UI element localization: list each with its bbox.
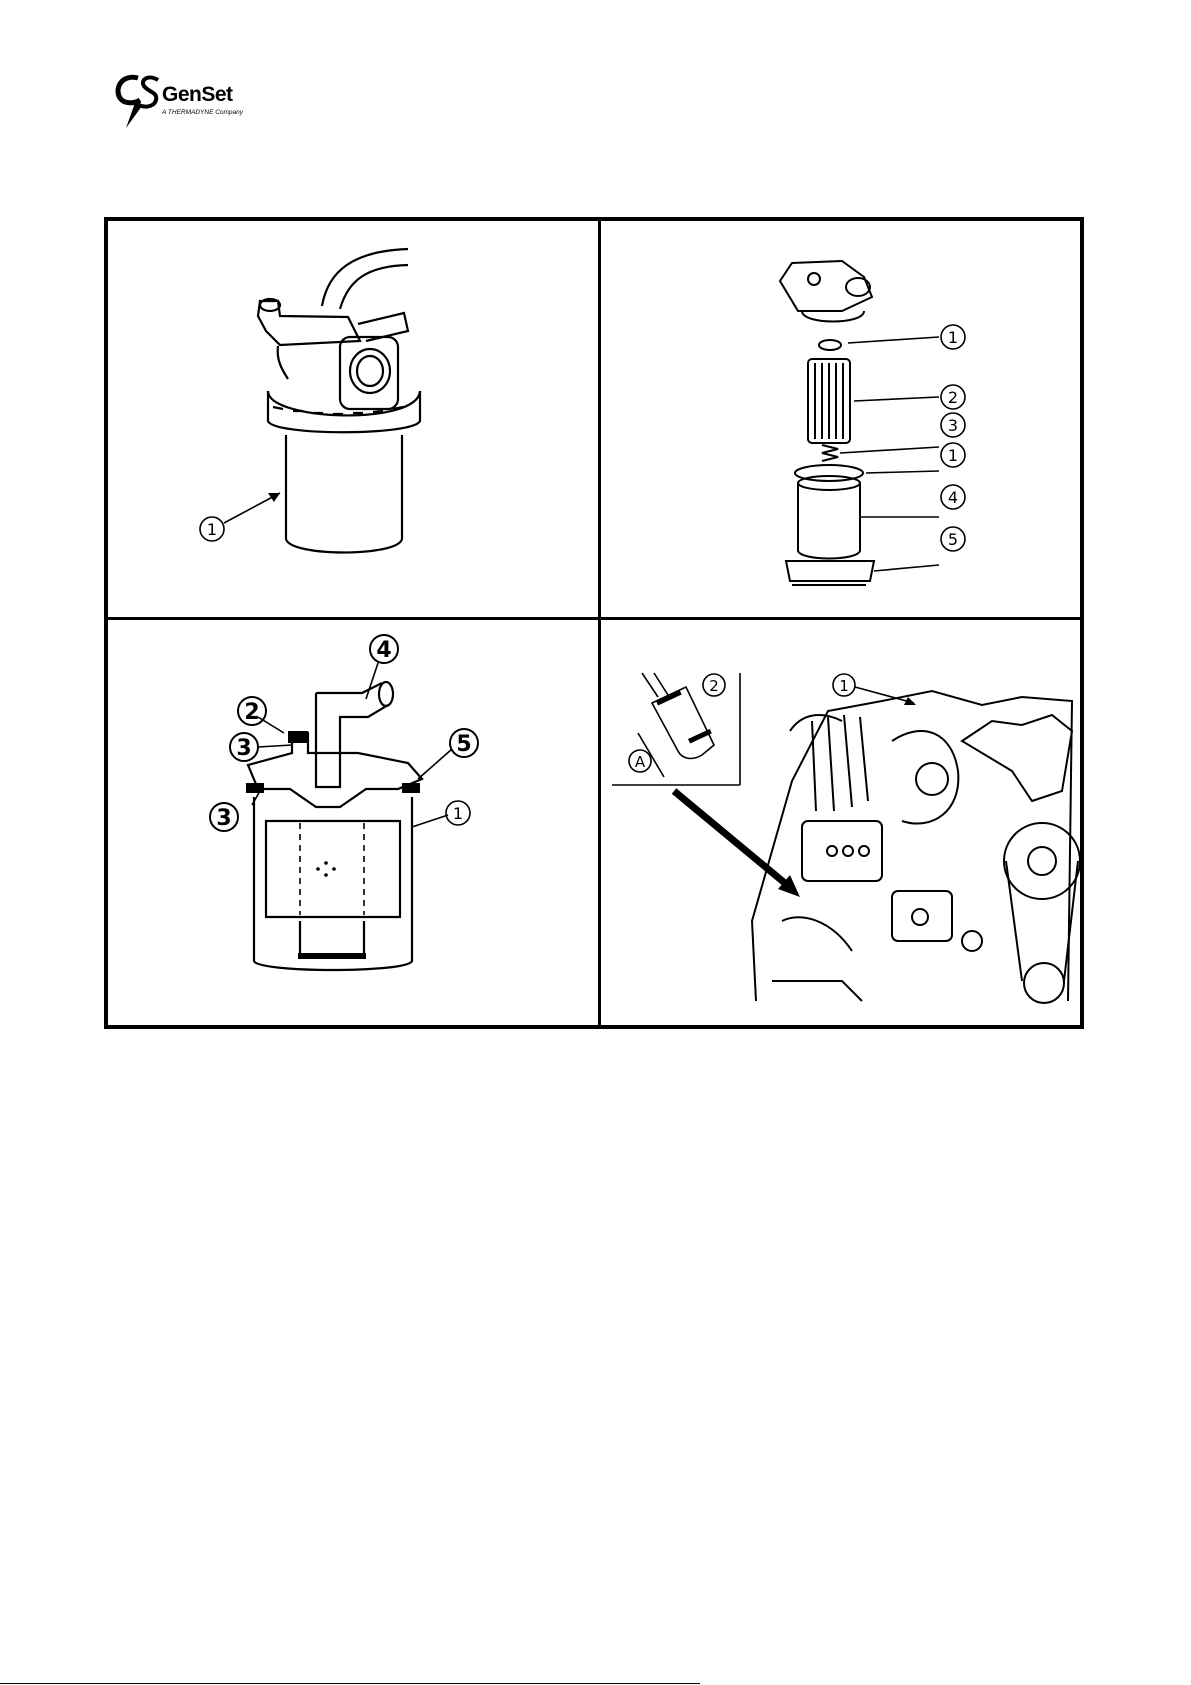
callout-4-bowl: 4 [941, 485, 965, 509]
callout-3-upper-seal: 3 [230, 733, 258, 761]
company-logo: GenSet A THERMADYNE Company [112, 70, 252, 132]
grid-divider-horizontal [108, 617, 1080, 620]
cs-monogram-icon [112, 70, 166, 132]
figure-filter-cross-section: 4 2 3 5 3 [108, 621, 596, 1025]
callout-3-lower-seal: 3 [210, 803, 238, 831]
svg-text:1: 1 [948, 446, 958, 465]
figure-fuel-filter-assembly: 1 [108, 221, 596, 615]
fuel-filter-illustration: 1 [108, 221, 596, 615]
figure-grid: 1 [104, 217, 1084, 1029]
figure-filter-exploded-view: 1 2 3 1 4 [602, 221, 1082, 615]
svg-text:5: 5 [456, 732, 471, 757]
callout-1-oring-top: 1 [941, 325, 965, 349]
svg-text:4: 4 [948, 488, 958, 507]
callout-3-spring: 3 [941, 413, 965, 437]
svg-text:3: 3 [948, 416, 958, 435]
callout-1: 1 [200, 493, 280, 541]
figure-engine-filter-location: 2 A [602, 621, 1082, 1025]
filter-exploded-illustration: 1 2 3 1 4 [602, 221, 1082, 615]
callout-1-oring-bottom: 1 [941, 443, 965, 467]
filter-section-illustration: 4 2 3 5 3 [108, 621, 596, 1025]
callout-2-bleed-plug: 2 [238, 697, 266, 725]
svg-text:2: 2 [709, 677, 719, 695]
callout-2-inset: 2 [703, 674, 725, 696]
svg-text:1: 1 [453, 804, 463, 823]
footer-rule [0, 1683, 700, 1684]
callout-5-ring-nut: 5 [941, 527, 965, 551]
svg-text:1: 1 [839, 677, 849, 695]
callout-1-bowl: 1 [446, 801, 470, 825]
brand-tagline: A THERMADYNE Company [162, 109, 243, 116]
svg-text:4: 4 [376, 638, 391, 663]
svg-text:3: 3 [236, 736, 251, 761]
engine-illustration: 2 A [602, 621, 1082, 1025]
svg-text:2: 2 [244, 700, 259, 725]
svg-text:2: 2 [948, 388, 958, 407]
callout-1-filter: 1 [833, 674, 916, 705]
svg-text:1: 1 [207, 520, 217, 539]
svg-text:A: A [635, 753, 646, 771]
callout-4-inlet: 4 [370, 635, 398, 663]
svg-text:3: 3 [216, 806, 231, 831]
grid-divider-vertical [598, 221, 601, 1025]
callout-2-element: 2 [941, 385, 965, 409]
brand-name: GenSet [162, 83, 233, 107]
svg-text:1: 1 [948, 328, 958, 347]
svg-text:5: 5 [948, 530, 958, 549]
callout-a-dimension: A [629, 750, 651, 772]
callout-5-ring: 5 [450, 729, 478, 757]
